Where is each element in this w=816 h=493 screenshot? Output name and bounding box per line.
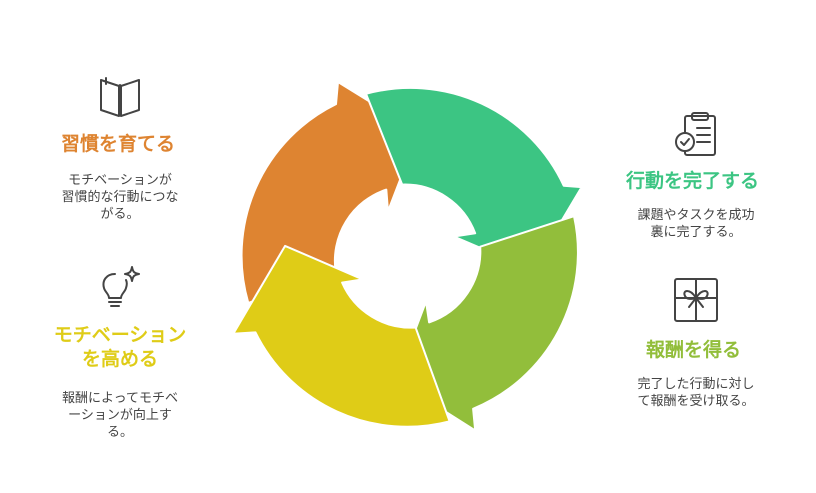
step-title-motivation: モチベーション を高める (30, 323, 210, 371)
arrow-segment-reward (395, 215, 579, 432)
desc-line: モチベーションが (68, 173, 172, 188)
desc-line: る。 (106, 425, 133, 440)
clipboard-check-icon (675, 112, 716, 156)
lightbulb-icon (102, 266, 140, 307)
book-icon (100, 77, 140, 117)
desc-line: 完了した行動に対し (637, 377, 755, 392)
desc-line: 課題やタスクを成功 (637, 208, 755, 223)
step-title-action: 行動を完了する (626, 170, 760, 192)
desc-line: がる。 (100, 207, 140, 222)
title-line: を高める (81, 348, 158, 370)
step-desc-habit: モチベーションが 習慣的な行動につな がる。 (30, 172, 210, 223)
gift-icon (674, 278, 718, 322)
arrow-segment-motivation (232, 244, 451, 428)
step-title-habit: 習慣を育てる (61, 133, 176, 155)
step-desc-motivation: 報酬によってモチベ ーションが向上す る。 (30, 390, 210, 441)
step-title-reward: 報酬を得る (646, 339, 742, 361)
title-line: モチベーション (53, 324, 187, 346)
desc-line: 報酬によってモチベ (62, 391, 178, 406)
arrow-segment-action (365, 86, 583, 272)
desc-line: 裏に完了する。 (650, 225, 742, 240)
step-desc-action: 課題やタスクを成功 裏に完了する。 (606, 207, 786, 241)
desc-line: て報酬を受け取る。 (637, 394, 755, 409)
desc-line: 習慣的な行動につな (61, 190, 179, 205)
desc-line: ーションが向上す (68, 408, 172, 423)
step-desc-reward: 完了した行動に対し て報酬を受け取る。 (606, 376, 786, 410)
